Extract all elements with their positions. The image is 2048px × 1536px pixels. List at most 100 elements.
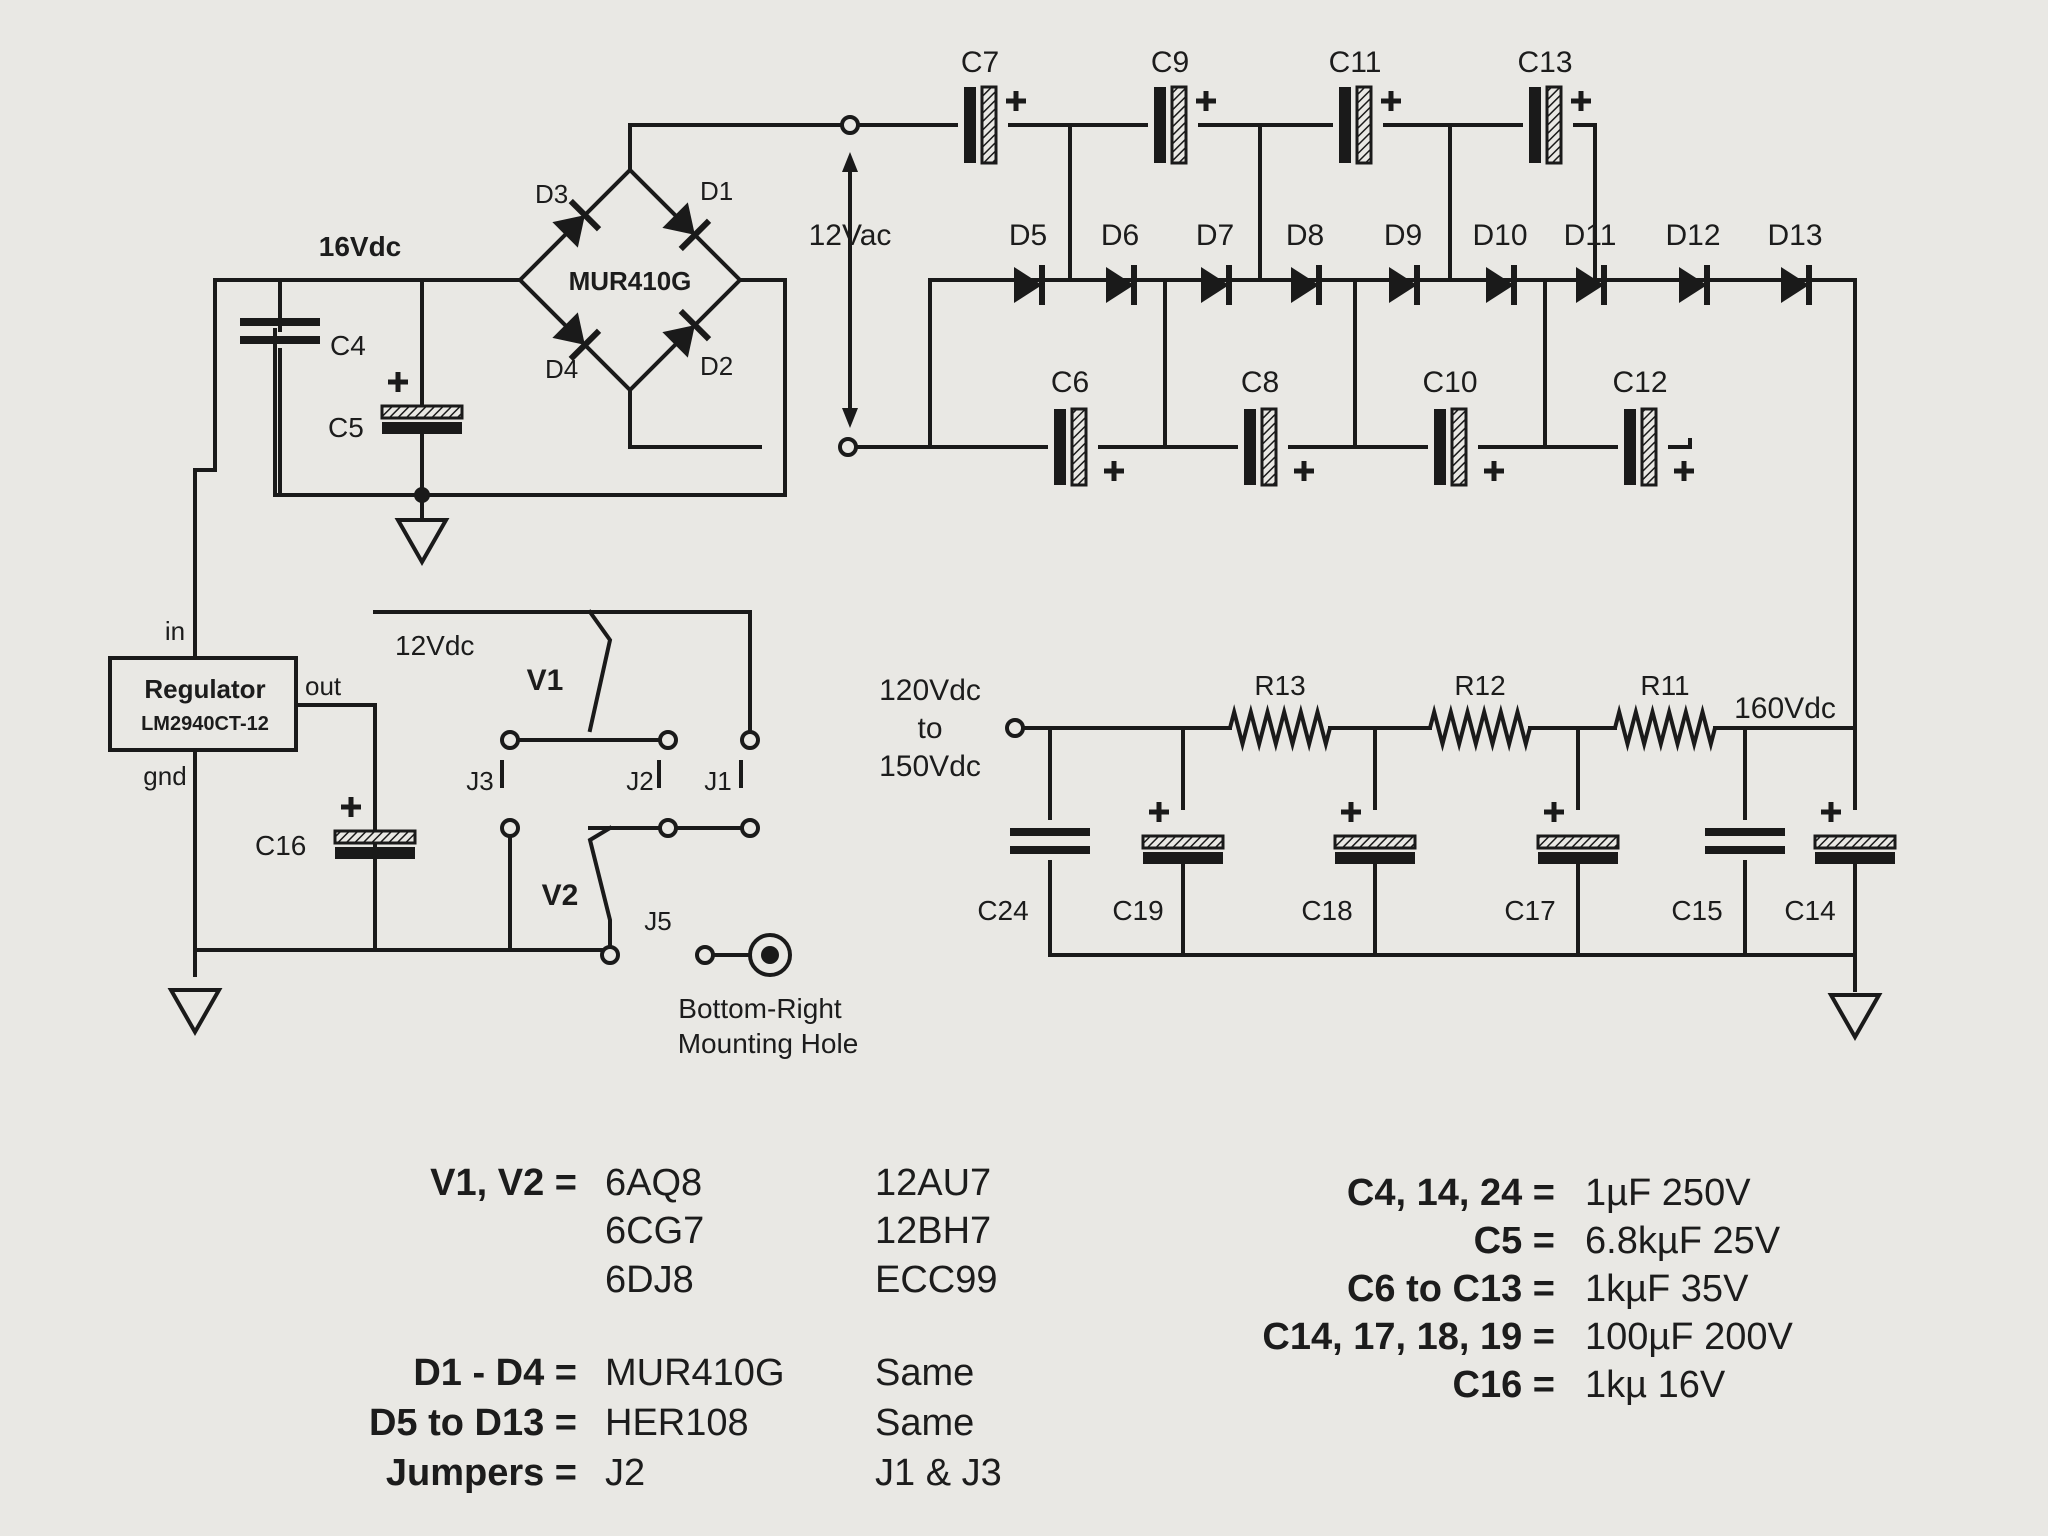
capacitor-c6 bbox=[1054, 407, 1124, 487]
capacitor-c4 bbox=[240, 318, 320, 344]
table-left-value: 6AQ8 bbox=[605, 1162, 702, 1204]
capacitor-c11 bbox=[1339, 85, 1401, 165]
resistor-r12 bbox=[1428, 704, 1532, 752]
table-left-alt: Same bbox=[875, 1352, 974, 1394]
d2-label: D2 bbox=[700, 351, 733, 381]
cap-label-c14: C14 bbox=[1784, 895, 1835, 926]
hole-label-1: Bottom-Right bbox=[678, 993, 842, 1024]
ground-symbol bbox=[1827, 993, 1883, 1042]
regulator-box bbox=[108, 656, 298, 752]
ground-symbol bbox=[394, 518, 450, 567]
bridge-minus-wire bbox=[273, 278, 787, 497]
resistor-r13 bbox=[1228, 704, 1332, 752]
table-right-value: 1µF 250V bbox=[1585, 1172, 1751, 1214]
diode-d12 bbox=[1679, 265, 1710, 305]
v1-label: V1 bbox=[527, 664, 564, 697]
junction-dot bbox=[414, 487, 430, 503]
j2-label: J2 bbox=[626, 766, 653, 796]
diode-d13 bbox=[1781, 265, 1812, 305]
capacitor-c15 bbox=[1705, 828, 1785, 854]
terminal bbox=[658, 730, 678, 750]
table-left-key: Jumpers = bbox=[386, 1452, 577, 1494]
diode-label-d11: D11 bbox=[1564, 219, 1617, 252]
diode-d3 bbox=[552, 198, 602, 248]
diode-label-d10: D10 bbox=[1472, 219, 1527, 252]
diode-label-d9: D9 bbox=[1384, 219, 1422, 252]
resistor-label-r13: R13 bbox=[1254, 670, 1305, 701]
diode-label-d7: D7 bbox=[1196, 219, 1234, 252]
resistor-label-r11: R11 bbox=[1640, 670, 1689, 701]
reg-in-wire bbox=[193, 468, 217, 660]
table-right-key: C5 = bbox=[1474, 1220, 1555, 1262]
filter-in-label-3: 150Vdc bbox=[879, 750, 981, 783]
resistor-label-r12: R12 bbox=[1454, 670, 1505, 701]
bottom-rail bbox=[928, 278, 1692, 449]
table-left-alt: ECC99 bbox=[875, 1259, 998, 1301]
cap-label-c11: C11 bbox=[1329, 46, 1382, 79]
capacitor-c18 bbox=[1333, 802, 1417, 864]
table-right-key: C14, 17, 18, 19 = bbox=[1262, 1316, 1555, 1358]
table-left-key: D5 to D13 = bbox=[369, 1402, 577, 1444]
terminal bbox=[840, 115, 860, 135]
cap-label-c15: C15 bbox=[1671, 895, 1722, 926]
d4-label: D4 bbox=[545, 354, 578, 384]
components bbox=[108, 85, 1900, 1042]
v1-heater bbox=[587, 609, 613, 733]
capacitor-c7 bbox=[964, 85, 1026, 165]
v12dc-label: 12Vdc bbox=[395, 630, 474, 661]
capacitor-c19 bbox=[1141, 802, 1225, 864]
diode-d7 bbox=[1201, 265, 1232, 305]
diode-label-d12: D12 bbox=[1665, 219, 1720, 252]
cap-label-c10: C10 bbox=[1422, 366, 1477, 399]
reg-out-wire bbox=[294, 703, 377, 952]
cap-label-c24: C24 bbox=[977, 895, 1028, 926]
table-right-value: 1kµF 35V bbox=[1585, 1268, 1749, 1310]
capacitor-c14 bbox=[1813, 802, 1897, 864]
diode-label-d6: D6 bbox=[1101, 219, 1139, 252]
table-left-value: HER108 bbox=[605, 1402, 749, 1444]
cap-label-c18: C18 bbox=[1301, 895, 1352, 926]
table-right-key: C16 = bbox=[1453, 1364, 1555, 1406]
table-left-value: 6CG7 bbox=[605, 1210, 704, 1252]
terminal bbox=[740, 818, 760, 838]
cap-label-c9: C9 bbox=[1151, 46, 1189, 79]
terminal bbox=[600, 945, 620, 965]
table-left-key: V1, V2 = bbox=[430, 1162, 577, 1204]
diode-label-d8: D8 bbox=[1286, 219, 1324, 252]
capacitor-c16 bbox=[333, 797, 417, 859]
filter-in-label-1: 120Vdc bbox=[879, 674, 981, 707]
table-left-value: 6DJ8 bbox=[605, 1259, 694, 1301]
cap-label-c17: C17 bbox=[1504, 895, 1555, 926]
c5-label: C5 bbox=[328, 412, 364, 443]
v2-label: V2 bbox=[542, 879, 579, 912]
d1-label: D1 bbox=[700, 176, 733, 206]
diode-d2 bbox=[662, 308, 712, 358]
terminal bbox=[500, 818, 520, 838]
pin-in-label: in bbox=[165, 616, 185, 646]
top-rail bbox=[848, 123, 1597, 282]
hole-label-2: Mounting Hole bbox=[678, 1028, 859, 1059]
table-left-alt: 12AU7 bbox=[875, 1162, 991, 1204]
terminal bbox=[500, 730, 520, 750]
bridge-part-label: MUR410G bbox=[569, 266, 692, 296]
table-right-value: 1kµ 16V bbox=[1585, 1364, 1726, 1406]
v12ac-label: 12Vac bbox=[809, 219, 892, 252]
regulator-part: LM2940CT-12 bbox=[141, 713, 269, 735]
c16-label: C16 bbox=[255, 830, 306, 861]
capacitor-c8 bbox=[1244, 407, 1314, 487]
table-right-value: 100µF 200V bbox=[1585, 1316, 1793, 1358]
table-right-key: C6 to C13 = bbox=[1347, 1268, 1555, 1310]
ground-symbol bbox=[167, 988, 223, 1037]
diode-d8 bbox=[1291, 265, 1322, 305]
diode-label-d13: D13 bbox=[1767, 219, 1822, 252]
j1-label: J1 bbox=[704, 766, 731, 796]
capacitor-c12 bbox=[1624, 407, 1694, 487]
table-right-value: 6.8kµF 25V bbox=[1585, 1220, 1781, 1262]
diode-d6 bbox=[1106, 265, 1137, 305]
cap-label-c12: C12 bbox=[1612, 366, 1667, 399]
table-right-key: C4, 14, 24 = bbox=[1347, 1172, 1555, 1214]
